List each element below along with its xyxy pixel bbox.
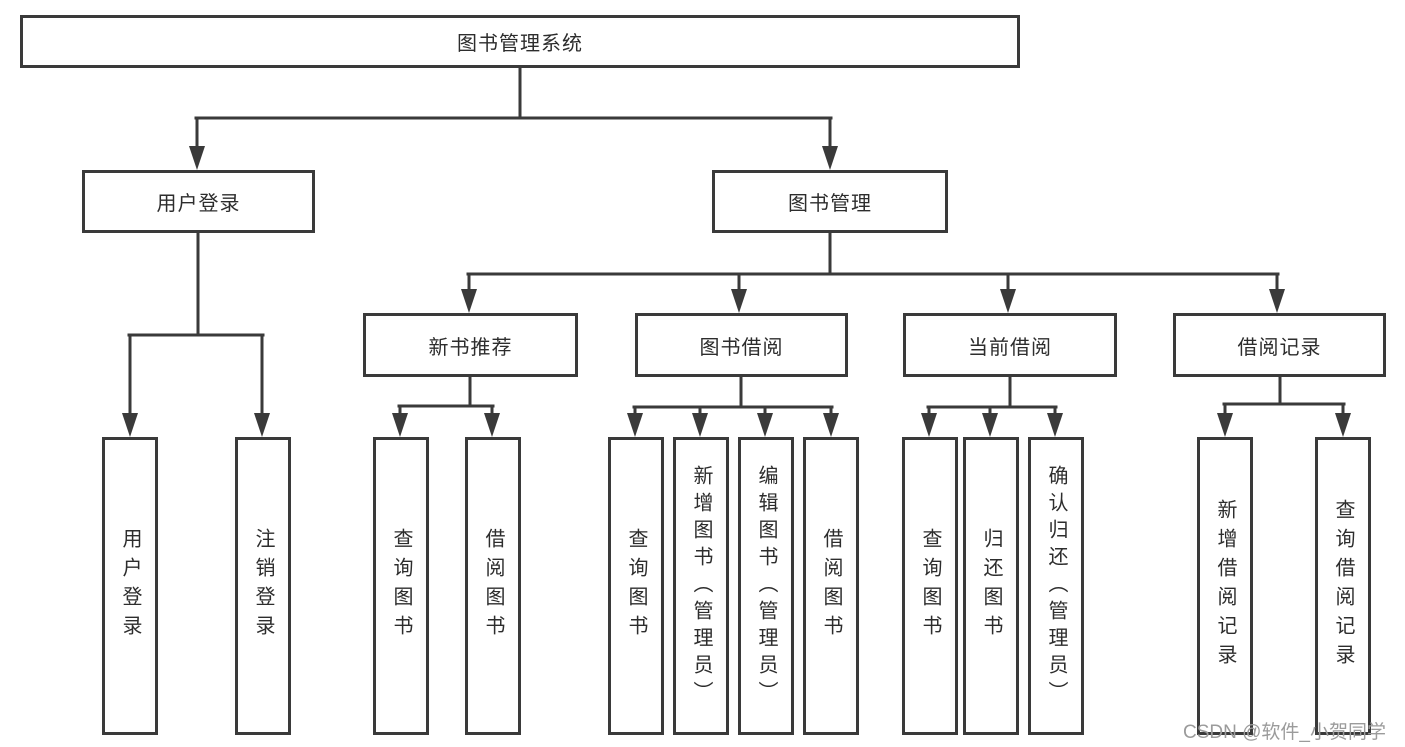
leaf-user-login: 用户登录 [102, 437, 158, 735]
leaf-query-books-recommend: 查询图书 [373, 437, 429, 735]
node-user-login: 用户登录 [82, 170, 315, 233]
node-borrow-records: 借阅记录 [1173, 313, 1386, 377]
csdn-watermark: CSDN @软件_小贺同学 [1183, 722, 1386, 743]
leaf-borrow-books: 借阅图书 [803, 437, 859, 735]
leaf-logout: 注销登录 [235, 437, 291, 735]
leaf-edit-books-admin: 编辑图书（管理员） [738, 437, 794, 735]
node-current-borrow: 当前借阅 [903, 313, 1117, 377]
node-new-book-recommend: 新书推荐 [363, 313, 578, 377]
leaf-query-borrow-record: 查询借阅记录 [1315, 437, 1371, 735]
leaf-query-books-current: 查询图书 [902, 437, 958, 735]
leaf-return-books: 归还图书 [963, 437, 1019, 735]
leaf-confirm-return-admin: 确认归还（管理员） [1028, 437, 1084, 735]
arrowheads [122, 146, 1351, 437]
leaf-add-books-admin: 新增图书（管理员） [673, 437, 729, 735]
leaf-borrow-books-recommend: 借阅图书 [465, 437, 521, 735]
leaf-add-borrow-record: 新增借阅记录 [1197, 437, 1253, 735]
node-root: 图书管理系统 [20, 15, 1020, 68]
leaf-query-books-borrow: 查询图书 [608, 437, 664, 735]
node-book-borrow: 图书借阅 [635, 313, 848, 377]
node-book-management: 图书管理 [712, 170, 948, 233]
